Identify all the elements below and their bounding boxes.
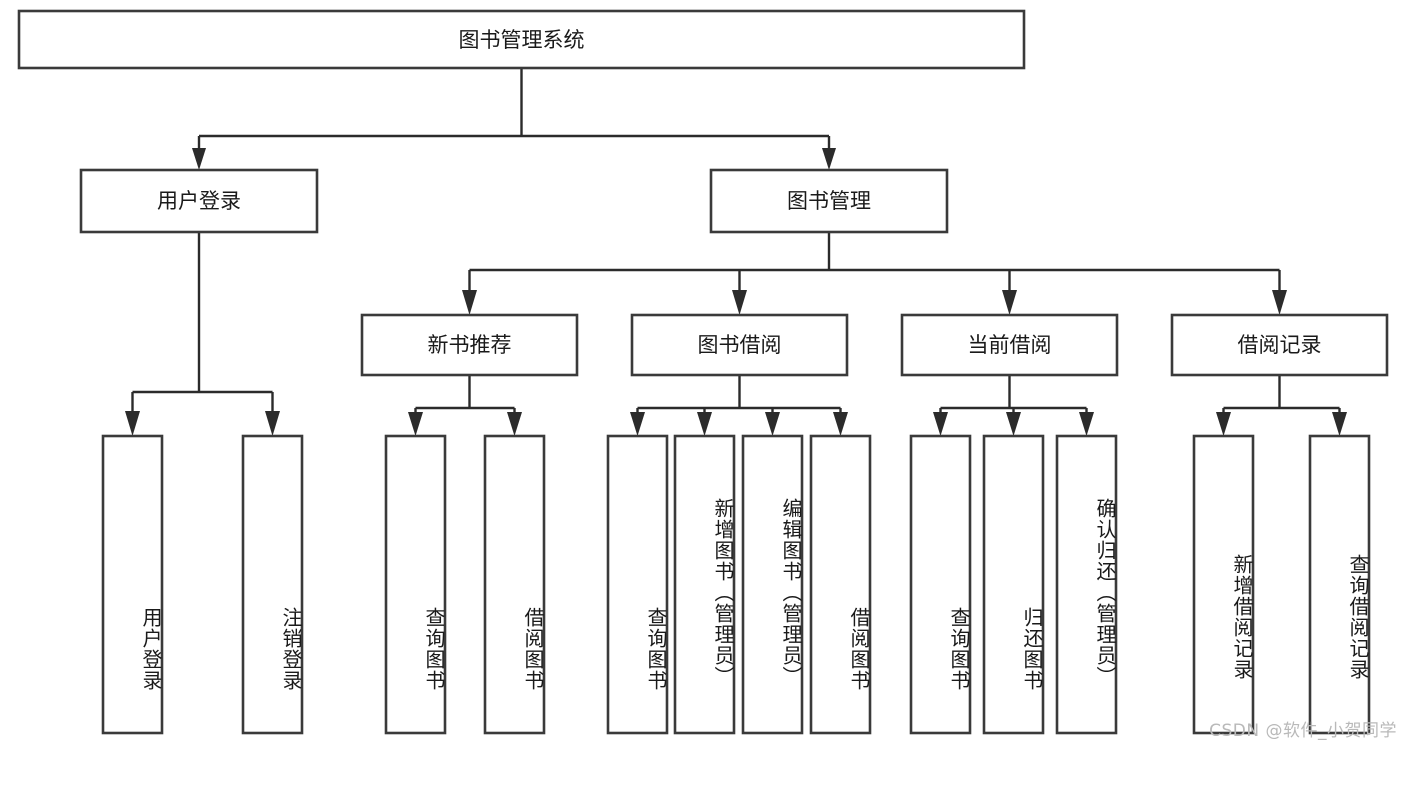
node-leaf-confirm-return-box[interactable]	[1055, 434, 1118, 735]
node-leaf-borrow-book-2-box[interactable]	[809, 434, 872, 735]
node-leaf-query-record-box[interactable]	[1308, 434, 1371, 735]
node-new-book-recommend[interactable]: 新书推荐	[360, 313, 579, 377]
node-borrow-record-label: 借阅记录	[1238, 333, 1322, 357]
node-leaf-query-book-2-box[interactable]	[606, 434, 669, 735]
node-leaf-borrow-book-1-box[interactable]	[483, 434, 546, 735]
connector-bookborrow-to-leaves	[630, 375, 848, 436]
node-leaf-user-login-box[interactable]	[101, 434, 164, 735]
node-borrow-record-box[interactable]	[1170, 313, 1389, 377]
node-current-borrow[interactable]: 当前借阅	[900, 313, 1119, 377]
connector-userlogin-to-leaves	[125, 232, 280, 436]
node-borrow-record[interactable]: 借阅记录	[1170, 313, 1389, 377]
node-root-box[interactable]	[17, 9, 1026, 70]
node-leaf-query-book-3-box[interactable]	[909, 434, 972, 735]
node-book-manage[interactable]: 图书管理	[709, 168, 949, 234]
connector-borrowrecord-to-leaves	[1216, 375, 1347, 436]
csdn-watermark: CSDN @软件_小贺同学	[1209, 721, 1397, 741]
node-leaf-add-record-box[interactable]	[1192, 434, 1255, 735]
node-leaf-query-book-1-box[interactable]	[384, 434, 447, 735]
node-book-manage-box[interactable]	[709, 168, 949, 234]
node-current-borrow-box[interactable]	[900, 313, 1119, 377]
connector-bookmanage-to-level3	[462, 232, 1287, 315]
node-leaf-add-book-box[interactable]	[673, 434, 736, 735]
node-new-book-recommend-label: 新书推荐	[428, 333, 512, 357]
connector-newbook-to-leaves	[408, 375, 522, 436]
flowchart-svg: 图书管理系统 用户登录 图书管理 新书推荐 图书借阅 当前借阅 借阅记录	[17, 9, 1389, 735]
node-book-borrow-label: 图书借阅	[698, 333, 782, 357]
node-user-login[interactable]: 用户登录	[79, 168, 319, 234]
node-current-borrow-label: 当前借阅	[968, 333, 1052, 357]
node-user-login-label: 用户登录	[157, 189, 241, 213]
connector-currentborrow-to-leaves	[933, 375, 1094, 436]
node-leaf-edit-book-box[interactable]	[741, 434, 804, 735]
node-new-book-recommend-box[interactable]	[360, 313, 579, 377]
node-book-borrow[interactable]: 图书借阅	[630, 313, 849, 377]
node-leaf-logout-login-box[interactable]	[241, 434, 304, 735]
node-book-borrow-box[interactable]	[630, 313, 849, 377]
connector-root-to-level2	[192, 68, 836, 170]
node-root-label: 图书管理系统	[459, 28, 585, 52]
node-leaf-return-book-box[interactable]	[982, 434, 1045, 735]
flowchart-canvas: 图书管理系统 用户登录 图书管理 新书推荐 图书借阅 当前借阅 借阅记录	[17, 9, 1397, 741]
node-root[interactable]: 图书管理系统	[17, 9, 1026, 70]
node-book-manage-label: 图书管理	[787, 189, 871, 213]
node-user-login-box[interactable]	[79, 168, 319, 234]
